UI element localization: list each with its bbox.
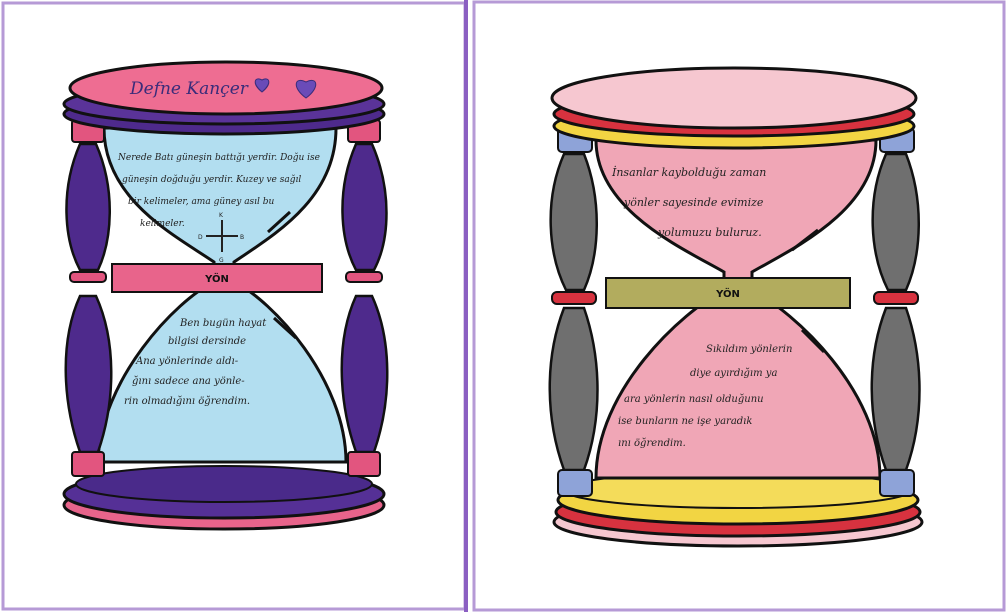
right-lid <box>552 68 916 148</box>
right-band-label: YÖN <box>715 286 740 300</box>
right-upper-text-line: İnsanlar kaybolduğu zaman <box>611 165 766 179</box>
right-upper-text-line: yönler sayesinde evimize <box>623 196 764 209</box>
left-upper-text-line: güneşin doğduğu yerdir. Kuzey ve sağıl <box>122 174 301 185</box>
left-band-label: YÖN <box>204 271 229 285</box>
right-lower-text-line: ise bunların ne işe yaradık <box>618 416 752 427</box>
left-lower-text-line: rin olmadığını öğrendim. <box>124 396 250 407</box>
left-lower-text-line: bilgisi dersinde <box>168 336 246 347</box>
right-base <box>554 472 922 546</box>
lid-name-text: Defne Kançer <box>129 79 249 99</box>
right-drawing-sheet: İnsanlar kaybolduğu zaman yönler sayesin… <box>472 0 1006 612</box>
left-lower-text-line: ğını sadece ana yönle- <box>132 376 245 387</box>
left-upper-text-line: bir kelimeler, ama güney asıl bu <box>128 197 275 207</box>
svg-text:B: B <box>240 234 244 241</box>
left-upper-text-line: Nerede Batı güneşin battığı yerdir. Doğu… <box>117 152 320 163</box>
left-upper-text-line: kelimeler. <box>140 219 185 229</box>
right-lower-text-line: Sıkıldım yönlerin <box>706 344 792 355</box>
right-lower-text-line: ara yönlerin nasıl olduğunu <box>624 394 764 405</box>
left-drawing-sheet: Defne Kançer Nerede Batı güneşin battığı… <box>0 0 468 612</box>
left-base <box>64 466 384 529</box>
right-upper-text-line: yolumuzu buluruz. <box>657 226 762 239</box>
svg-text:D: D <box>198 234 203 241</box>
right-lower-text-line: diye ayırdığım ya <box>690 368 777 379</box>
svg-text:G: G <box>219 257 224 264</box>
right-lower-text-line: ını öğrendim. <box>618 438 686 449</box>
left-lower-text-line: Ana yönlerinde aldı- <box>135 356 239 367</box>
left-lower-text-line: Ben bugün hayat <box>179 318 267 329</box>
